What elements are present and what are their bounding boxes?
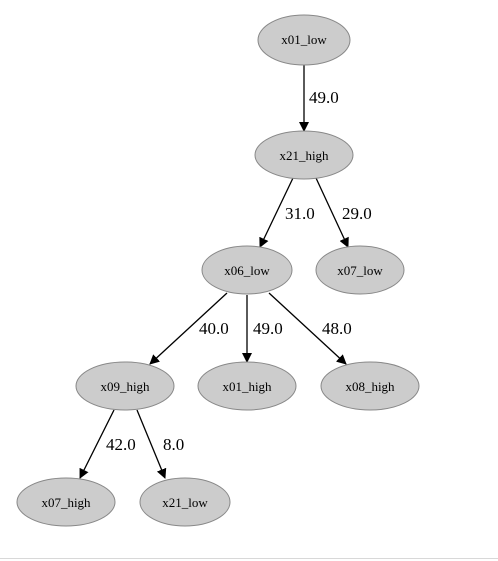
node-label: x21_low: [162, 495, 208, 510]
node-x07_high: x07_high: [16, 477, 116, 527]
node-ellipse: [197, 361, 297, 411]
edge-x06_low-to-x09_high: 40.0: [149, 292, 229, 365]
edge-line: [79, 409, 115, 479]
edge-line: [136, 409, 167, 479]
node-ellipse: [16, 477, 116, 527]
edge-label: 42.0: [106, 435, 136, 454]
edge-x09_high-to-x07_high: 42.0: [79, 409, 136, 479]
node-ellipse: [315, 245, 405, 295]
edge-label: 29.0: [342, 204, 372, 223]
node-ellipse: [257, 14, 351, 66]
node-label: x21_high: [279, 148, 329, 163]
edge-line: [259, 177, 294, 248]
node-x01_high: x01_high: [197, 361, 297, 411]
edge-label: 48.0: [322, 319, 352, 338]
edges-layer: 49.0 31.0 29.0 40.0 49.0 48.0 42.0 8.0: [79, 65, 372, 479]
edge-x21_high-to-x07_low: 29.0: [315, 177, 372, 248]
edge-line: [268, 292, 347, 365]
node-label: x01_low: [281, 32, 327, 47]
node-x21_high: x21_high: [254, 130, 354, 180]
bottom-divider: [0, 558, 498, 559]
node-x07_low: x07_low: [315, 245, 405, 295]
node-x01_low: x01_low: [257, 14, 351, 66]
edge-label: 8.0: [163, 435, 184, 454]
node-label: x09_high: [100, 379, 150, 394]
node-ellipse: [201, 245, 293, 295]
edge-label: 49.0: [253, 319, 283, 338]
edge-label: 31.0: [285, 204, 315, 223]
edge-line: [149, 292, 228, 365]
edge-x06_low-to-x08_high: 48.0: [268, 292, 352, 365]
node-label: x07_high: [41, 495, 91, 510]
node-label: x07_low: [337, 263, 383, 278]
node-label: x01_high: [222, 379, 272, 394]
node-label: x06_low: [224, 263, 270, 278]
node-ellipse: [139, 477, 231, 527]
edge-x01_low-to-x21_high: 49.0: [299, 65, 339, 132]
node-x21_low: x21_low: [139, 477, 231, 527]
node-ellipse: [75, 361, 175, 411]
node-ellipse: [320, 361, 420, 411]
node-ellipse: [254, 130, 354, 180]
node-x09_high: x09_high: [75, 361, 175, 411]
node-label: x08_high: [345, 379, 395, 394]
edge-label: 40.0: [199, 319, 229, 338]
edge-label: 49.0: [309, 88, 339, 107]
edge-x09_high-to-x21_low: 8.0: [136, 409, 184, 479]
node-x08_high: x08_high: [320, 361, 420, 411]
nodes-layer: x01_low x21_high x06_low x07_low x09_hig…: [16, 14, 420, 527]
edge-x06_low-to-x01_high: 49.0: [242, 295, 283, 363]
node-x06_low: x06_low: [201, 245, 293, 295]
edge-line: [315, 177, 349, 248]
edge-x21_high-to-x06_low: 31.0: [259, 177, 315, 248]
